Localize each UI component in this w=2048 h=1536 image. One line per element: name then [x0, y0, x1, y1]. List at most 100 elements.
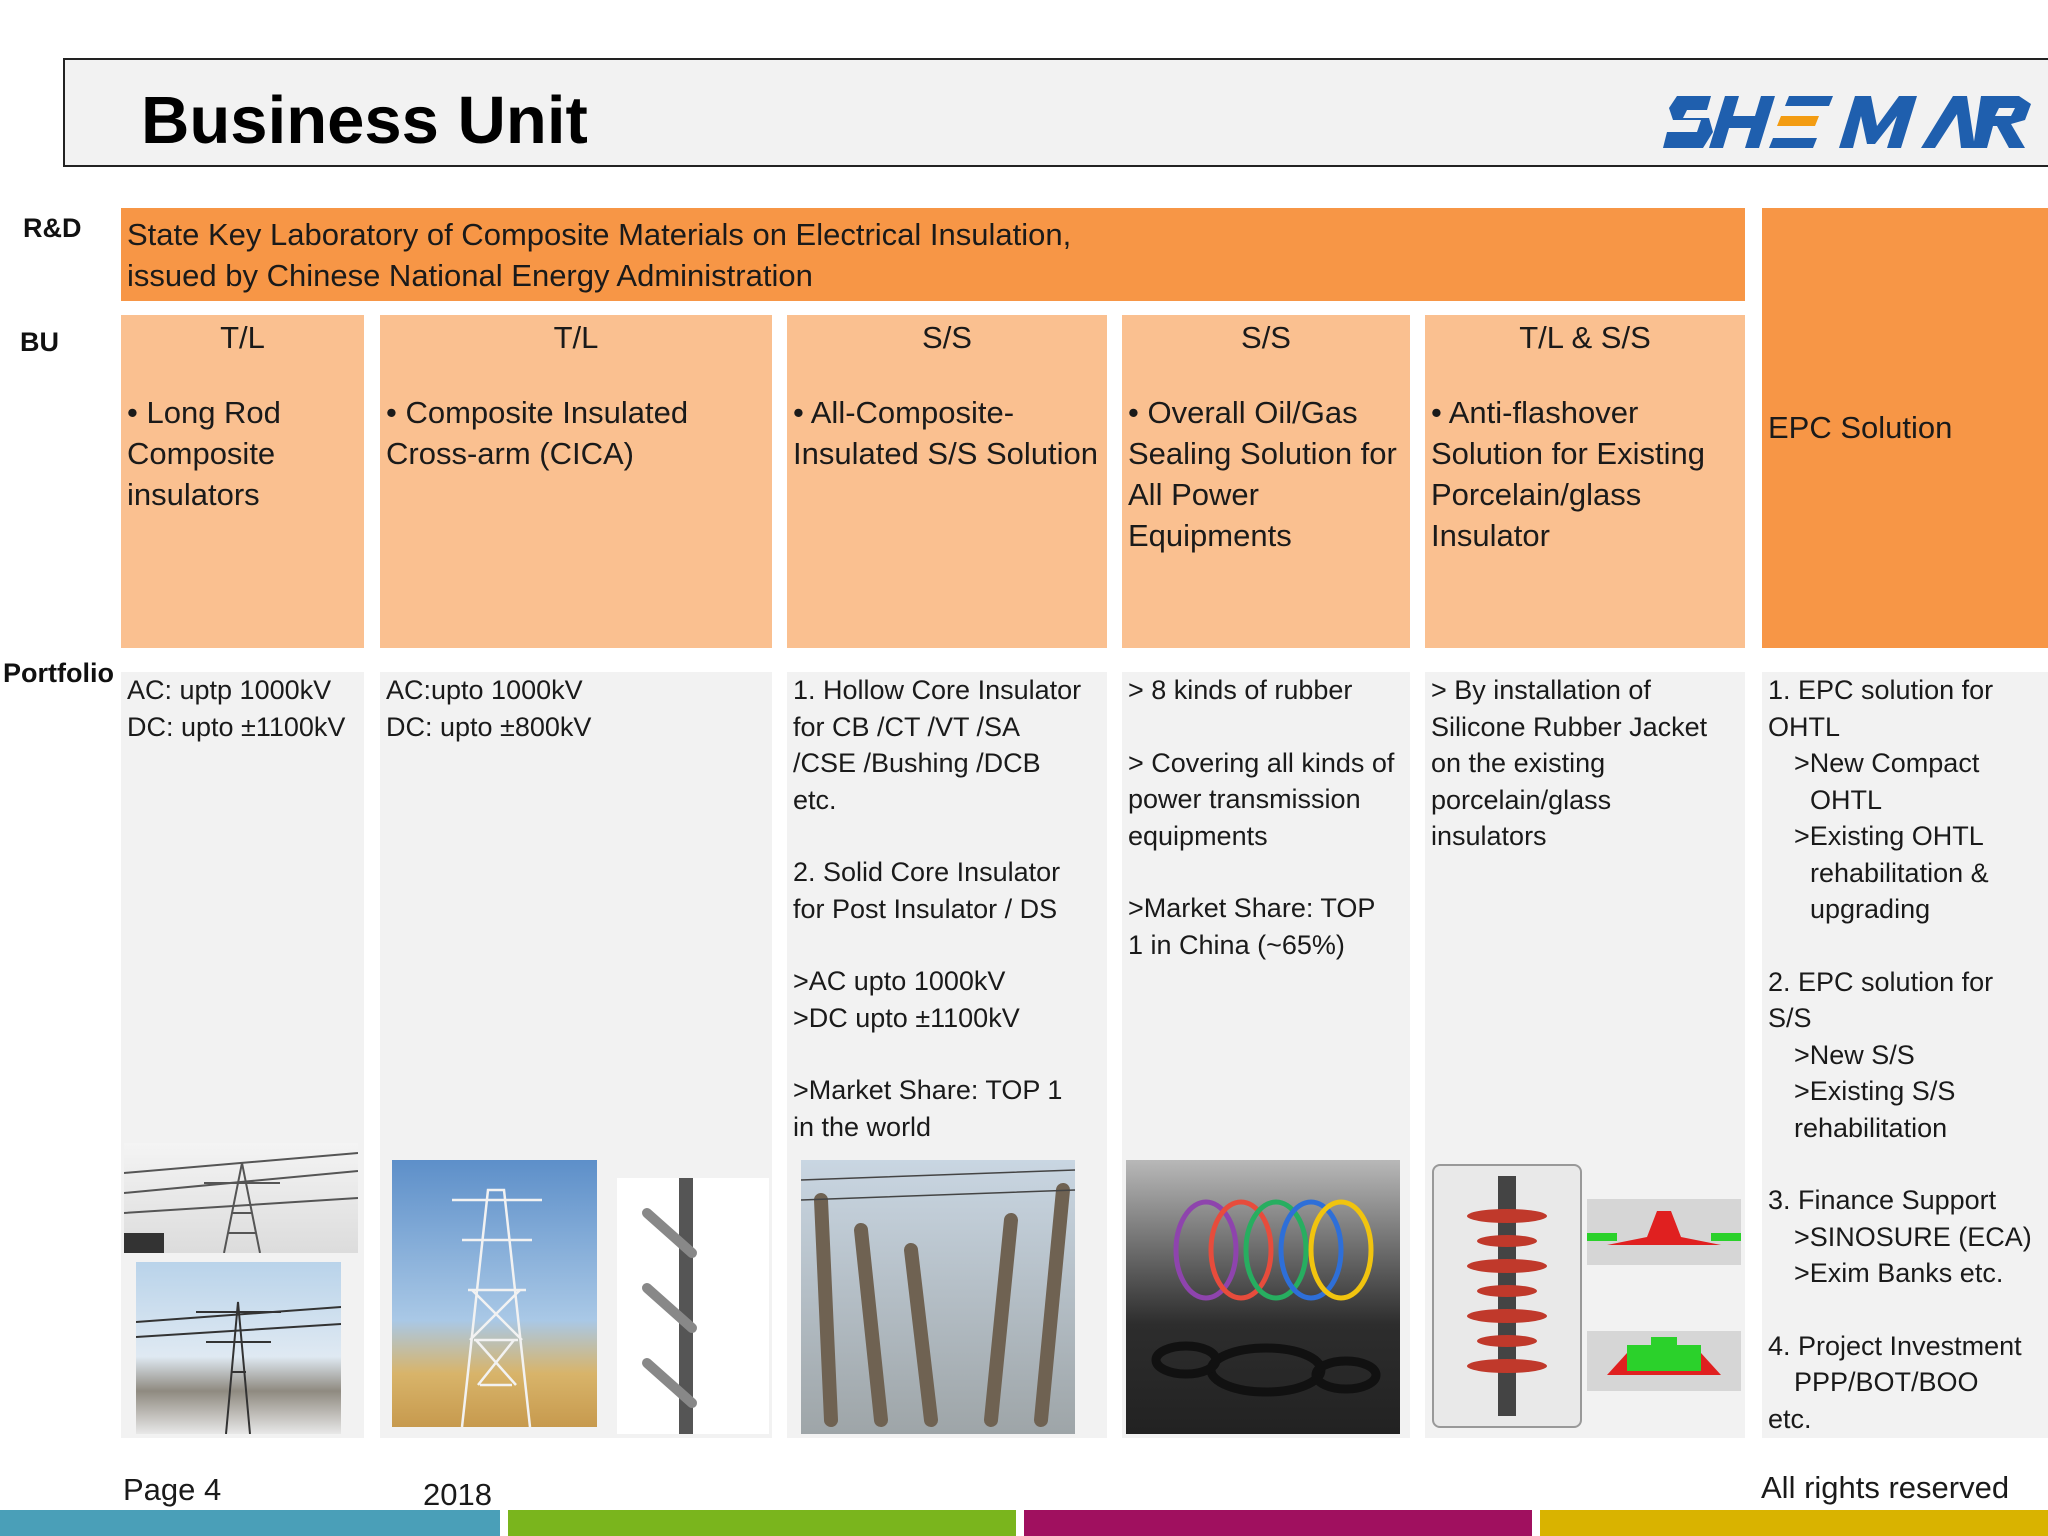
insulator-sheds-graphic — [1467, 1176, 1547, 1416]
bu-desc: • Composite Insulated Cross-arm (CICA) — [386, 392, 766, 474]
shed-cross-section-photo-2 — [1587, 1331, 1741, 1391]
bu-desc-line: Cross-arm (CICA) — [386, 436, 634, 471]
rd-line-2: issued by Chinese National Energy Admini… — [127, 258, 813, 293]
portfolio-line: for CB /CT /VT /SA — [793, 711, 1021, 742]
row-label-bu: BU — [20, 327, 59, 357]
shemar-logo — [1663, 88, 2035, 160]
portfolio-line: > 8 kinds of rubber — [1128, 675, 1353, 705]
portfolio-line: equipments — [1128, 820, 1268, 851]
bu-desc-line: • Overall Oil/Gas — [1128, 395, 1358, 430]
portfolio-line: /CSE /Bushing /DCB — [793, 748, 1041, 778]
bu-desc: • Long Rod Composite insulators — [127, 392, 358, 515]
portfolio-line: 2. EPC solution for — [1768, 966, 1994, 997]
bu-desc-line: Porcelain/glass — [1431, 477, 1642, 512]
portfolio-line: rehabilitation & — [1810, 857, 1989, 888]
bu-desc-line: insulators — [127, 477, 260, 512]
portfolio-line: etc. — [1768, 1403, 1812, 1434]
portfolio-line: >Existing S/S — [1794, 1076, 1956, 1106]
footer-strip-magenta — [1024, 1510, 1532, 1536]
insulator-graphic — [642, 1178, 697, 1434]
bu-desc: • All-Composite- Insulated S/S Solution — [793, 392, 1101, 474]
portfolio-line: >Market Share: TOP — [1128, 893, 1376, 923]
rd-banner: State Key Laboratory of Composite Materi… — [121, 208, 1745, 301]
lattice-tower-photo — [392, 1160, 597, 1427]
bu-head: T/L & S/S — [1519, 320, 1651, 355]
bu-desc-line: • Anti-flashover — [1431, 395, 1639, 430]
shemar-logo-graphic — [1663, 96, 2031, 148]
portfolio-line: AC: uptp 1000kV — [127, 675, 332, 705]
portfolio-line: > By installation of — [1431, 675, 1651, 705]
bu-head: T/L — [220, 320, 265, 355]
rd-line-1: State Key Laboratory of Composite Materi… — [127, 217, 1072, 252]
portfolio-line: porcelain/glass — [1431, 784, 1612, 815]
portfolio-line: in the world — [793, 1111, 932, 1142]
tower-graphic — [136, 1301, 341, 1434]
portfolio-line: 1. Hollow Core Insulator — [793, 675, 1082, 705]
bu-head: T/L — [553, 320, 599, 355]
portfolio-line: >Exim Banks etc. — [1794, 1258, 2004, 1288]
silicone-jacket-insulator-photo — [1432, 1164, 1582, 1428]
o-rings-graphic — [1151, 1199, 1381, 1397]
portfolio-line: on the existing — [1431, 748, 1606, 778]
page-number: Page 4 — [123, 1472, 222, 1507]
bu-head: S/S — [1241, 320, 1291, 355]
title-bar — [63, 58, 2048, 167]
portfolio-line: 2. Solid Core Insulator — [793, 857, 1061, 887]
portfolio-line: 1. EPC solution for — [1768, 675, 1994, 705]
portfolio-line: etc. — [793, 784, 837, 815]
page-title: Business Unit — [141, 83, 588, 158]
bu-box-sealing: S/S • Overall Oil/Gas Sealing Solution f… — [1122, 315, 1410, 648]
portfolio-line: upgrading — [1810, 894, 1931, 924]
bu-box-cica: T/L • Composite Insulated Cross-arm (CIC… — [380, 315, 772, 648]
rubber-seals-photo — [1126, 1160, 1400, 1434]
bu-desc-line: Equipments — [1128, 518, 1292, 553]
portfolio-line: >New S/S — [1794, 1039, 1915, 1070]
shed-section-graphic — [1607, 1337, 1721, 1375]
portfolio-line: OHTL — [1810, 784, 1883, 815]
portfolio-line: S/S — [1768, 1003, 1812, 1033]
substation-graphic — [801, 1169, 1075, 1427]
transmission-tower-graphic — [124, 1152, 358, 1253]
portfolio-line: OHTL — [1768, 711, 1841, 742]
portfolio-line: 1 in China (~65%) — [1128, 929, 1345, 960]
portfolio-line: 3. Finance Support — [1768, 1185, 1997, 1215]
portfolio-line: >Market Share: TOP 1 — [793, 1075, 1063, 1105]
bu-desc-line: Composite — [127, 436, 276, 471]
spacer — [793, 818, 1101, 854]
bu-desc: • Overall Oil/Gas Sealing Solution for A… — [1128, 392, 1404, 556]
portfolio-line: Silicone Rubber Jacket — [1431, 711, 1708, 742]
epc-label: EPC Solution — [1768, 410, 1953, 445]
bu-desc-line: Insulated S/S Solution — [793, 436, 1099, 471]
portfolio-line: 4. Project Investment — [1768, 1330, 2022, 1361]
footer-year: 2018 — [423, 1477, 492, 1512]
spacer — [1768, 928, 2042, 964]
bu-desc-line: Sealing Solution for — [1128, 436, 1397, 471]
portfolio-line: for Post Insulator / DS — [793, 893, 1058, 924]
bu-desc-line: Solution for Existing — [1431, 436, 1705, 471]
transmission-line-photo — [124, 1143, 358, 1253]
portfolio-line: PPP/BOT/BOO — [1794, 1367, 1979, 1397]
bu-desc-line: Insulator — [1431, 518, 1550, 553]
bu-box-anti-flashover: T/L & S/S • Anti-flashover Solution for … — [1425, 315, 1745, 648]
copyright-notice: All rights reserved — [1761, 1470, 2010, 1505]
spacer — [1128, 709, 1404, 745]
portfolio-line: >Existing OHTL — [1794, 821, 1984, 851]
lattice-tower-graphic — [452, 1188, 542, 1427]
spacer — [793, 927, 1101, 963]
portfolio-line: > Covering all kinds of — [1128, 747, 1395, 778]
spacer — [1768, 1146, 2042, 1182]
bu-head: S/S — [922, 320, 972, 355]
portfolio-line: >New Compact — [1794, 748, 1980, 778]
footer-strip-green — [508, 1510, 1016, 1536]
row-label-portfolio: Portfolio — [3, 658, 114, 688]
portfolio-line: DC: upto ±800kV — [386, 711, 592, 742]
epc-solution-box: EPC Solution — [1762, 208, 2048, 648]
portfolio-line: power transmission — [1128, 784, 1361, 814]
spacer — [793, 1036, 1101, 1072]
cross-arm-insulator-photo — [617, 1178, 769, 1434]
footer-strip-yellow — [1540, 1510, 2048, 1536]
bu-desc-line: All Power — [1128, 477, 1259, 512]
row-label-rd: R&D — [23, 213, 82, 243]
portfolio-line: >DC upto ±1100kV — [793, 1002, 1020, 1033]
spacer — [1768, 1292, 2042, 1328]
